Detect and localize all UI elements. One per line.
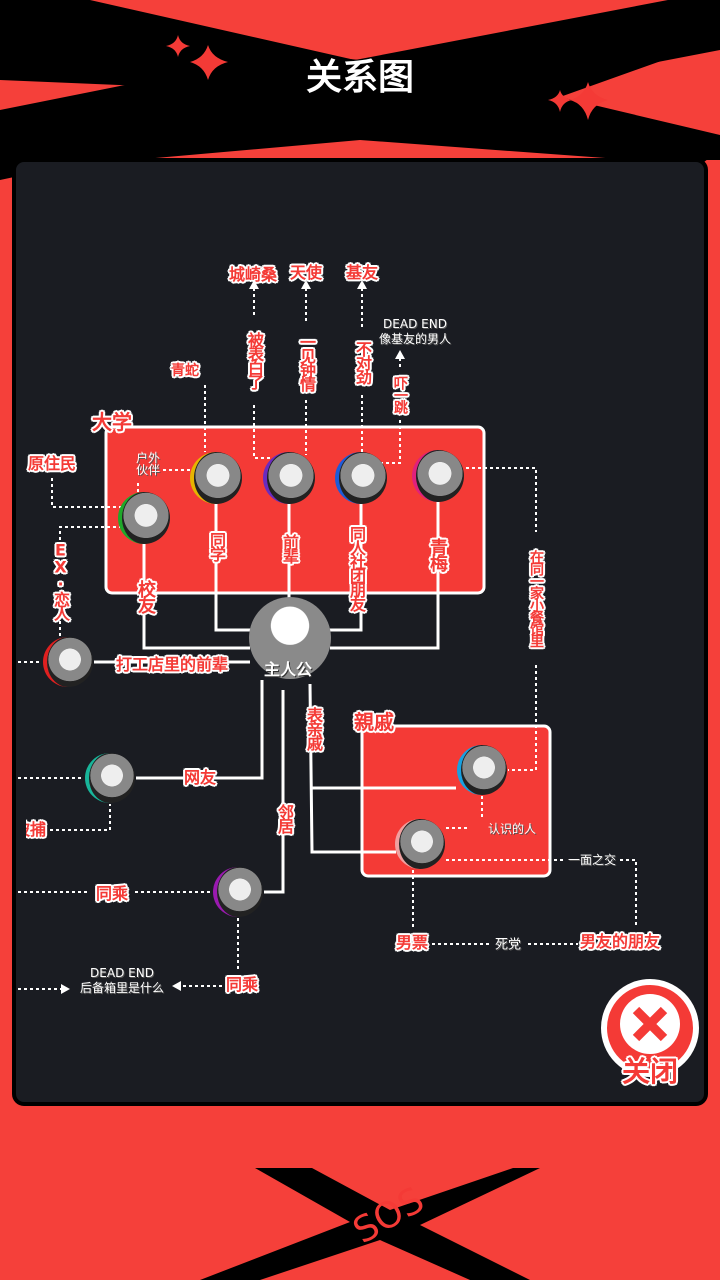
label-confessed: 被表白了: [245, 332, 264, 388]
label-angel: 天使: [289, 263, 323, 282]
character-avatar-co-rider[interactable]: [213, 867, 263, 917]
label-classmate: 同学: [207, 532, 226, 560]
page-title: 关系图: [305, 57, 415, 98]
label-arrested: 被捕: [13, 820, 47, 839]
character-avatar-childhood-friend[interactable]: [412, 450, 464, 502]
label-senpai: 前辈: [280, 534, 299, 562]
label-whats-in-trunk: 后备箱里是什么: [79, 981, 165, 995]
label-native: 原住民: [27, 454, 77, 473]
close-button-label: 关闭: [621, 1055, 679, 1088]
label-dead-end: DEAD END: [383, 317, 447, 331]
character-avatar-doujin-friend[interactable]: [335, 452, 387, 504]
group-label-university: 大学: [92, 410, 132, 434]
arrow-heads: [61, 280, 405, 994]
protagonist-avatar[interactable]: [249, 597, 331, 679]
label-met-once: 一面之交: [567, 853, 617, 867]
label-shirosaki: 城崎桑: [228, 265, 278, 284]
character-avatar-classmate[interactable]: [190, 452, 242, 504]
group-label-relatives: 親戚: [354, 710, 394, 734]
label-work-senpai: 打工店里的前辈: [115, 655, 229, 674]
label-neighbor: 邻居: [275, 804, 294, 832]
character-avatar-cousin[interactable]: [457, 745, 507, 795]
label-outdoor-partner: 户外伙伴: [135, 451, 160, 477]
label-alumni: 校友: [135, 580, 156, 612]
label-co-rider-1: 同乘: [95, 884, 129, 903]
label-love-at-first-sight: 一见钟情: [297, 334, 316, 390]
protagonist-label: 主人公: [263, 660, 313, 679]
character-avatar-senpai[interactable]: [263, 452, 315, 504]
character-avatar-alumni[interactable]: [118, 492, 170, 544]
character-avatar-net-friend[interactable]: [85, 753, 135, 803]
sos-logo-x: [200, 1168, 540, 1280]
character-avatar-relative[interactable]: [395, 819, 445, 869]
label-startled: 吓一跳: [392, 376, 408, 412]
label-doujin-friend: 同人社团朋友: [347, 526, 366, 610]
label-something-wrong: 不对劲: [353, 341, 372, 383]
label-boyfriends-friend: 男友的朋友: [579, 932, 661, 951]
label-boyfriend: 男票: [395, 933, 429, 952]
character-avatar-work-senpai[interactable]: [43, 637, 93, 687]
label-net-friend: 网友: [183, 768, 217, 787]
label-dead-end-2: DEAD END: [90, 966, 154, 980]
label-bestie: 基友: [345, 263, 379, 282]
label-same-restaurant: 在同一家小餐馆里: [528, 550, 544, 646]
close-button[interactable]: 关闭: [602, 980, 698, 1090]
label-best-buddy: 死党: [494, 937, 522, 953]
label-co-rider-2: 同乘: [225, 975, 259, 994]
label-bestie-like-man: 像基友的男人: [378, 332, 452, 346]
label-ex-lover: EX·恋人: [51, 540, 70, 620]
label-cousin: 表亲戚: [304, 707, 323, 749]
label-green-snake: 青蛇: [171, 363, 199, 379]
label-acquaintance: 认识的人: [487, 822, 537, 836]
sparkle-icon: [166, 35, 608, 120]
label-childhood-friend: 青梅: [427, 538, 448, 570]
